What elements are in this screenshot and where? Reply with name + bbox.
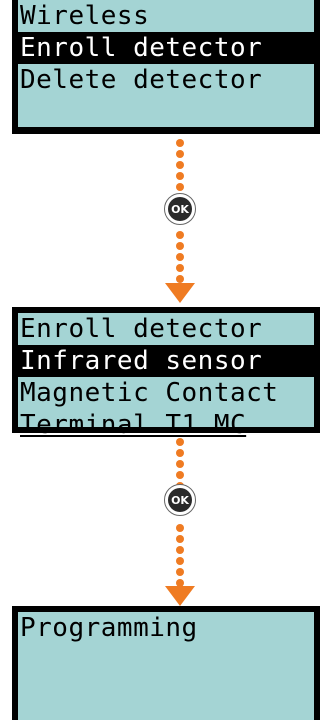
menu-line-empty <box>18 676 314 708</box>
ok-button-label: OK <box>168 197 192 221</box>
menu-line-delete-detector[interactable]: Delete detector <box>20 65 263 95</box>
arrow-head-icon <box>165 586 195 606</box>
menu-line-empty <box>18 644 314 676</box>
menu-line-enroll-detector-title: Enroll detector <box>20 314 263 344</box>
status-line-programming: Programming <box>20 613 198 643</box>
menu-line-infrared-sensor[interactable]: Infrared sensor <box>18 345 314 377</box>
menu-line-magnetic-contact[interactable]: Magnetic Contact <box>20 378 279 408</box>
lcd-screen-wireless-menu: Wireless Enroll detector Delete detector <box>12 0 320 134</box>
menu-line-terminal-t1-mc[interactable]: Terminal T1 MC <box>20 410 247 440</box>
flow-arrow-1: OK <box>160 137 200 307</box>
flow-arrow-2: OK <box>160 436 200 606</box>
menu-line-empty <box>18 96 314 128</box>
menu-line-enroll-detector[interactable]: Enroll detector <box>18 32 314 64</box>
ok-button[interactable]: OK <box>164 484 196 516</box>
ok-button[interactable]: OK <box>164 193 196 225</box>
arrow-head-icon <box>165 283 195 303</box>
ok-button-label: OK <box>168 488 192 512</box>
lcd-screen-enroll-detector-menu: Enroll detector Infrared sensor Magnetic… <box>12 307 320 440</box>
lcd-screen-programming: Programming <box>12 606 320 720</box>
menu-line-wireless: Wireless <box>20 1 150 31</box>
